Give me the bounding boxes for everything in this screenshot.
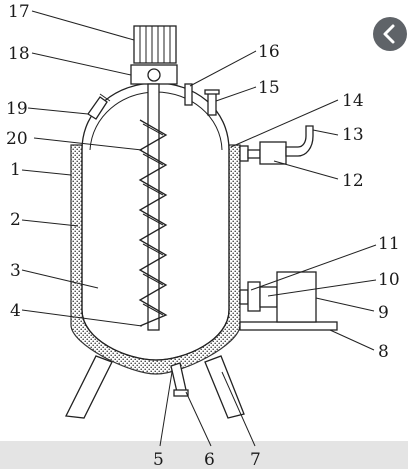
leader-lines	[21, 10, 377, 447]
helical-ribbon	[138, 119, 168, 327]
sight-port	[87, 93, 111, 120]
label-1: 1	[10, 160, 21, 180]
pump-assembly	[239, 271, 338, 331]
inlet-port-16	[184, 83, 193, 106]
back-button[interactable]	[373, 17, 407, 51]
stirring-shaft	[147, 83, 160, 331]
label-7: 7	[250, 450, 261, 469]
label-16: 16	[258, 42, 280, 62]
label-13: 13	[342, 125, 364, 145]
label-10: 10	[378, 270, 400, 290]
drain-valve	[170, 362, 189, 397]
label-11: 11	[378, 234, 400, 254]
label-12: 12	[342, 171, 364, 191]
label-3: 3	[10, 261, 21, 281]
label-6: 6	[204, 450, 215, 469]
vessel-body	[81, 82, 230, 361]
label-19: 19	[6, 99, 28, 119]
reducer	[130, 64, 178, 85]
label-9: 9	[378, 303, 389, 323]
label-4: 4	[10, 301, 21, 321]
inlet-port-15	[204, 89, 220, 116]
bottom-strip	[0, 441, 408, 469]
label-18: 18	[8, 44, 30, 64]
label-20: 20	[6, 129, 28, 149]
label-15: 15	[258, 78, 280, 98]
side-outlet	[239, 125, 314, 165]
label-2: 2	[10, 210, 21, 230]
support-legs	[65, 355, 245, 419]
label-17: 17	[8, 2, 30, 22]
label-14: 14	[342, 91, 364, 111]
chevron-left-icon	[383, 24, 395, 44]
label-5: 5	[153, 450, 164, 469]
label-8: 8	[378, 342, 389, 362]
motor	[133, 25, 177, 64]
